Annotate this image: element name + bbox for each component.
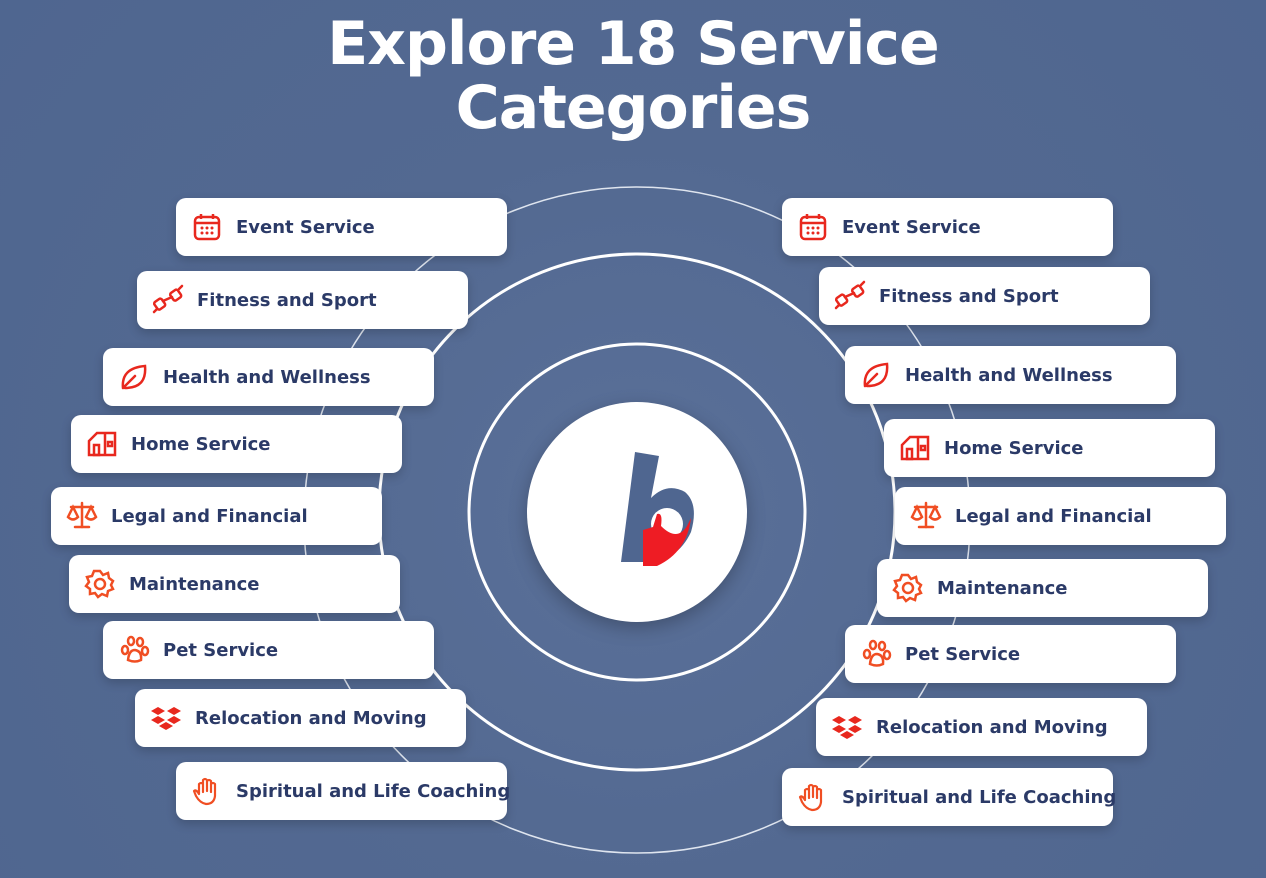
category-card-right-fitness-and-sport[interactable]: Fitness and Sport <box>819 267 1150 325</box>
category-label: Maintenance <box>937 577 1068 599</box>
page-title: Explore 18 Service Categories <box>0 12 1266 140</box>
category-card-left-spiritual-and-life-coaching[interactable]: Spiritual and Life Coaching <box>176 762 511 820</box>
category-label: Fitness and Sport <box>197 289 377 311</box>
hand-icon <box>192 777 217 806</box>
category-label: Relocation and Moving <box>876 716 1108 738</box>
category-label: Relocation and Moving <box>195 707 427 729</box>
title-line-2: Categories <box>455 73 812 143</box>
category-label: Maintenance <box>129 573 260 595</box>
paw-icon <box>120 635 150 663</box>
leaf-icon <box>121 364 147 390</box>
house-icon <box>900 435 930 461</box>
gear-icon <box>892 573 923 603</box>
category-card-right-event-service[interactable]: Event Service <box>782 198 1113 256</box>
category-card-right-health-and-wellness[interactable]: Health and Wellness <box>845 346 1176 404</box>
category-card-left-maintenance[interactable]: Maintenance <box>69 555 400 613</box>
category-label: Spiritual and Life Coaching <box>842 786 1117 808</box>
category-label: Fitness and Sport <box>879 285 1059 307</box>
boxes-icon <box>832 716 862 739</box>
title-line-1: Explore 18 Service <box>327 9 939 79</box>
category-label: Event Service <box>236 216 375 238</box>
category-card-right-spiritual-and-life-coaching[interactable]: Spiritual and Life Coaching <box>782 768 1117 826</box>
category-label: Legal and Financial <box>111 505 308 527</box>
dumbbell-icon <box>152 284 184 314</box>
category-label: Event Service <box>842 216 981 238</box>
category-card-left-home-service[interactable]: Home Service <box>71 415 402 473</box>
b-logo-icon <box>621 452 694 566</box>
inner-ring <box>467 342 807 682</box>
category-label: Health and Wellness <box>905 364 1113 386</box>
dumbbell-icon <box>834 280 866 310</box>
category-card-left-legal-and-financial[interactable]: Legal and Financial <box>51 487 382 545</box>
category-label: Pet Service <box>905 643 1021 665</box>
category-label: Legal and Financial <box>955 505 1152 527</box>
category-label: Pet Service <box>163 639 279 661</box>
paw-icon <box>862 639 892 667</box>
category-label: Home Service <box>131 433 271 455</box>
brand-logo <box>527 402 747 622</box>
category-card-right-pet-service[interactable]: Pet Service <box>845 625 1176 683</box>
category-card-right-legal-and-financial[interactable]: Legal and Financial <box>895 487 1226 545</box>
gear-icon <box>84 569 115 599</box>
category-card-left-relocation-and-moving[interactable]: Relocation and Moving <box>135 689 466 747</box>
scales-icon <box>66 501 98 529</box>
category-card-right-home-service[interactable]: Home Service <box>884 419 1215 477</box>
scales-icon <box>910 501 942 529</box>
hand-icon <box>798 783 823 812</box>
category-card-right-maintenance[interactable]: Maintenance <box>877 559 1208 617</box>
category-label: Spiritual and Life Coaching <box>236 780 511 802</box>
category-label: Health and Wellness <box>163 366 371 388</box>
category-card-left-health-and-wellness[interactable]: Health and Wellness <box>103 348 434 406</box>
leaf-icon <box>863 362 889 388</box>
category-label: Home Service <box>944 437 1084 459</box>
category-card-right-relocation-and-moving[interactable]: Relocation and Moving <box>816 698 1147 756</box>
category-card-left-fitness-and-sport[interactable]: Fitness and Sport <box>137 271 468 329</box>
boxes-icon <box>151 707 181 730</box>
category-card-left-pet-service[interactable]: Pet Service <box>103 621 434 679</box>
calendar-icon <box>193 214 221 241</box>
category-card-left-event-service[interactable]: Event Service <box>176 198 507 256</box>
calendar-icon <box>799 214 827 241</box>
house-icon <box>87 431 117 457</box>
